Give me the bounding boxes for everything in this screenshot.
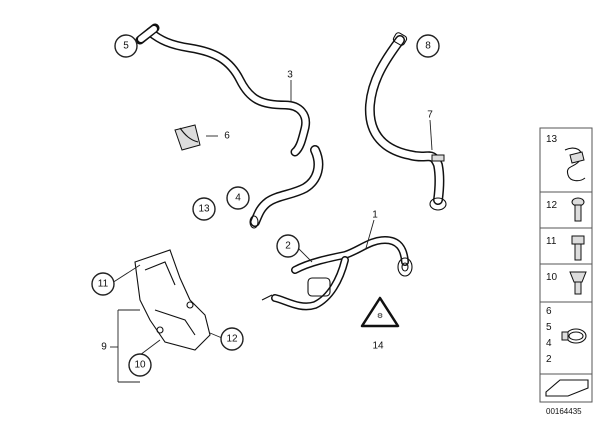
- label-7: 7: [427, 110, 433, 121]
- gasket-icon: [545, 379, 589, 397]
- side-label-12: 12: [546, 200, 558, 211]
- label-9: 9: [101, 342, 107, 353]
- callout-5: 5: [114, 34, 138, 58]
- svg-text:10: 10: [134, 360, 146, 371]
- callout-2: 2: [276, 234, 300, 258]
- clamp-part-6: [174, 124, 201, 151]
- leader-lines: [110, 80, 433, 383]
- hose-part-4: [249, 145, 324, 229]
- svg-text:12: 12: [226, 334, 238, 345]
- label-6: 6: [224, 131, 230, 142]
- label-1: 1: [372, 210, 378, 221]
- side-label-6: 6: [546, 306, 552, 317]
- side-parts-panel: 13 12 11 10 6 5 4 2: [539, 127, 593, 403]
- label-3: 3: [287, 70, 293, 81]
- callout-11: 11: [91, 272, 115, 296]
- svg-text:13: 13: [198, 204, 210, 215]
- hose-part-7: [364, 32, 447, 211]
- callout-10: 10: [128, 353, 152, 377]
- svg-text:4: 4: [235, 193, 241, 204]
- warning-triangle-icon: ⚙: [360, 296, 400, 328]
- bracket-part-9: [134, 249, 211, 351]
- side-label-2: 2: [546, 354, 552, 365]
- bolt-icon: [571, 235, 585, 261]
- callout-12: 12: [220, 327, 244, 351]
- side-label-10: 10: [546, 272, 558, 283]
- callout-8: 8: [416, 34, 440, 58]
- hose-part-1: [261, 236, 413, 311]
- side-label-11: 11: [546, 236, 557, 247]
- side-label-13: 13: [546, 134, 558, 145]
- callout-4: 4: [226, 186, 250, 210]
- hose-clamp-icon: [561, 328, 587, 344]
- side-label-4: 4: [546, 338, 552, 349]
- hose-part-3: [135, 23, 311, 157]
- bolt-icon: [571, 197, 585, 222]
- svg-text:2: 2: [285, 241, 291, 252]
- rivet-icon: [569, 271, 587, 295]
- clip-icon: [564, 147, 586, 182]
- svg-text:5: 5: [123, 41, 129, 52]
- callout-13: 13: [192, 197, 216, 221]
- label-14: 14: [372, 341, 384, 352]
- svg-text:8: 8: [425, 41, 431, 52]
- side-label-5: 5: [546, 322, 552, 333]
- svg-text:⚙: ⚙: [377, 312, 383, 320]
- diagram-id: 00164435: [546, 407, 582, 416]
- svg-text:11: 11: [98, 279, 109, 290]
